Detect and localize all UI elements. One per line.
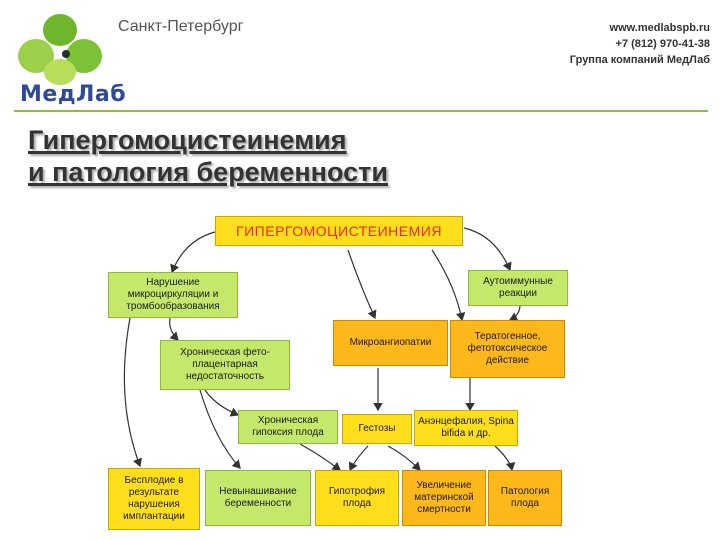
box-infertility: Бесплодие в результате нарушения имплант… [108, 468, 200, 530]
box-autoimmune: Аутоиммунные реакции [468, 270, 568, 306]
arrow-hypoxia-to-hypotrophy [299, 443, 341, 471]
box-hyperhomocysteinemia: ГИПЕРГОМОЦИСТЕИНЕМИЯ [215, 216, 463, 246]
arrow-main-to-autoimmune [463, 227, 512, 272]
arrow-main-to-microcirculation [170, 231, 216, 274]
arrow-main-to-microangiopathy [347, 249, 377, 320]
box-gestosis: Гестозы [342, 414, 412, 444]
arrow-placental-to-hypoxia [204, 389, 240, 417]
arrow-anencephaly-to-fetal [494, 445, 516, 472]
city-label: Санкт-Петербург [118, 18, 244, 35]
arrow-placental-to-miscarriage [199, 389, 241, 469]
arrow-main-to-teratogenic [431, 249, 466, 322]
box-fetal-pathology: Патология плода [488, 470, 562, 526]
company-name: Группа компаний МедЛаб [569, 54, 710, 66]
page-title: Гипергомоцистеинемия и патология беремен… [28, 124, 388, 188]
arrow-gestosis-to-hypotrophy [348, 445, 369, 472]
box-placental-insufficiency: Хроническая фето-плацентарная недостаточ… [160, 340, 290, 390]
box-maternal-mortality: Увеличение материнской смертности [402, 470, 486, 526]
logo-text: МедЛаб [20, 82, 127, 107]
website-link[interactable]: www.medlabspb.ru [609, 22, 710, 34]
arrow-gestosis-to-mortality [387, 445, 421, 471]
title-line-2: и патология беременности [28, 157, 388, 187]
box-anencephaly: Анэнцефалия, Spina bifida и др. [414, 410, 518, 446]
box-hypoxia: Хроническая гипоксия плода [238, 410, 338, 444]
title-line-1: Гипергомоцистеинемия [28, 125, 347, 155]
box-microangiopathy: Микроангиопатии [333, 320, 448, 366]
medlab-logo-icon [18, 14, 102, 85]
box-miscarriage: Невынашивание беременности [205, 470, 311, 526]
header-divider [14, 110, 708, 112]
box-teratogenic: Тератогенное, фетотоксическое действие [450, 320, 565, 378]
contacts: www.medlabspb.ru +7 (812) 970-41-38 Груп… [570, 20, 710, 68]
box-microcirculation: Нарушение микроциркуляции и тромбообразо… [108, 272, 238, 318]
arrow-microcirc-to-placental [169, 317, 179, 341]
arrow-microcirc-to-infertility [123, 317, 142, 468]
phone-number: +7 (812) 970-41-38 [615, 38, 710, 50]
arrow-autoimmune-to-teratogenic [508, 304, 521, 322]
box-hypotrophy: Гипотрофия плода [315, 470, 399, 526]
